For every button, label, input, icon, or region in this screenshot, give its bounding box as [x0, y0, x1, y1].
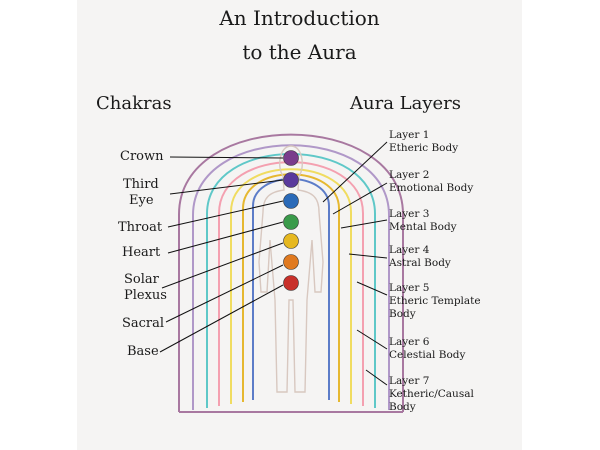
title-line-2: to the Aura	[242, 40, 357, 64]
chakra-label-heart: Heart	[122, 245, 161, 260]
layer-leader-line-3	[340, 219, 388, 229]
chakra-leader-line-4	[167, 221, 284, 254]
layer-leader-line-1	[322, 141, 388, 203]
chakra-label-base: Base	[127, 344, 159, 359]
chakra-sacral-icon	[283, 254, 299, 270]
chakra-crown-icon	[283, 150, 299, 166]
layer-leader-line-7	[365, 369, 388, 386]
aura-layers-heading: Aura Layers	[350, 93, 461, 114]
chakra-third-eye-icon	[283, 172, 299, 188]
chakra-base-icon	[283, 275, 299, 291]
chakra-solar-plexus-icon	[283, 233, 299, 249]
chakra-label-sacral: Sacral	[122, 316, 165, 331]
chakra-leader-line-1	[169, 156, 284, 159]
body-outline	[258, 145, 324, 393]
layer-leader-line-6	[356, 329, 388, 350]
chakra-heart-icon	[283, 214, 299, 230]
chakra-leader-line-5	[161, 242, 284, 289]
aura-ring-layer-3	[230, 168, 352, 404]
chakra-throat-icon	[283, 193, 299, 209]
diagram-background	[77, 0, 522, 450]
chakra-label-throat: Throat	[118, 220, 163, 235]
layer-leader-line-2	[332, 182, 388, 215]
chakra-symbols	[283, 150, 299, 291]
aura-ring-layer-7	[178, 133, 404, 412]
leader-lines	[159, 141, 388, 386]
layer-leader-line-5	[356, 281, 388, 296]
chakra-leader-line-3	[167, 200, 284, 228]
chakras-heading: Chakras	[96, 93, 172, 114]
chakra-leader-line-6	[165, 264, 284, 323]
body-silhouette	[258, 145, 324, 393]
chakra-leader-line-2	[169, 179, 284, 195]
chakra-leader-line-7	[159, 284, 284, 353]
chakra-label-crown: Crown	[120, 149, 164, 164]
title-line-1: An Introduction	[219, 6, 380, 30]
layer-leader-line-4	[348, 253, 388, 259]
aura-ring-layer-6	[192, 144, 390, 410]
